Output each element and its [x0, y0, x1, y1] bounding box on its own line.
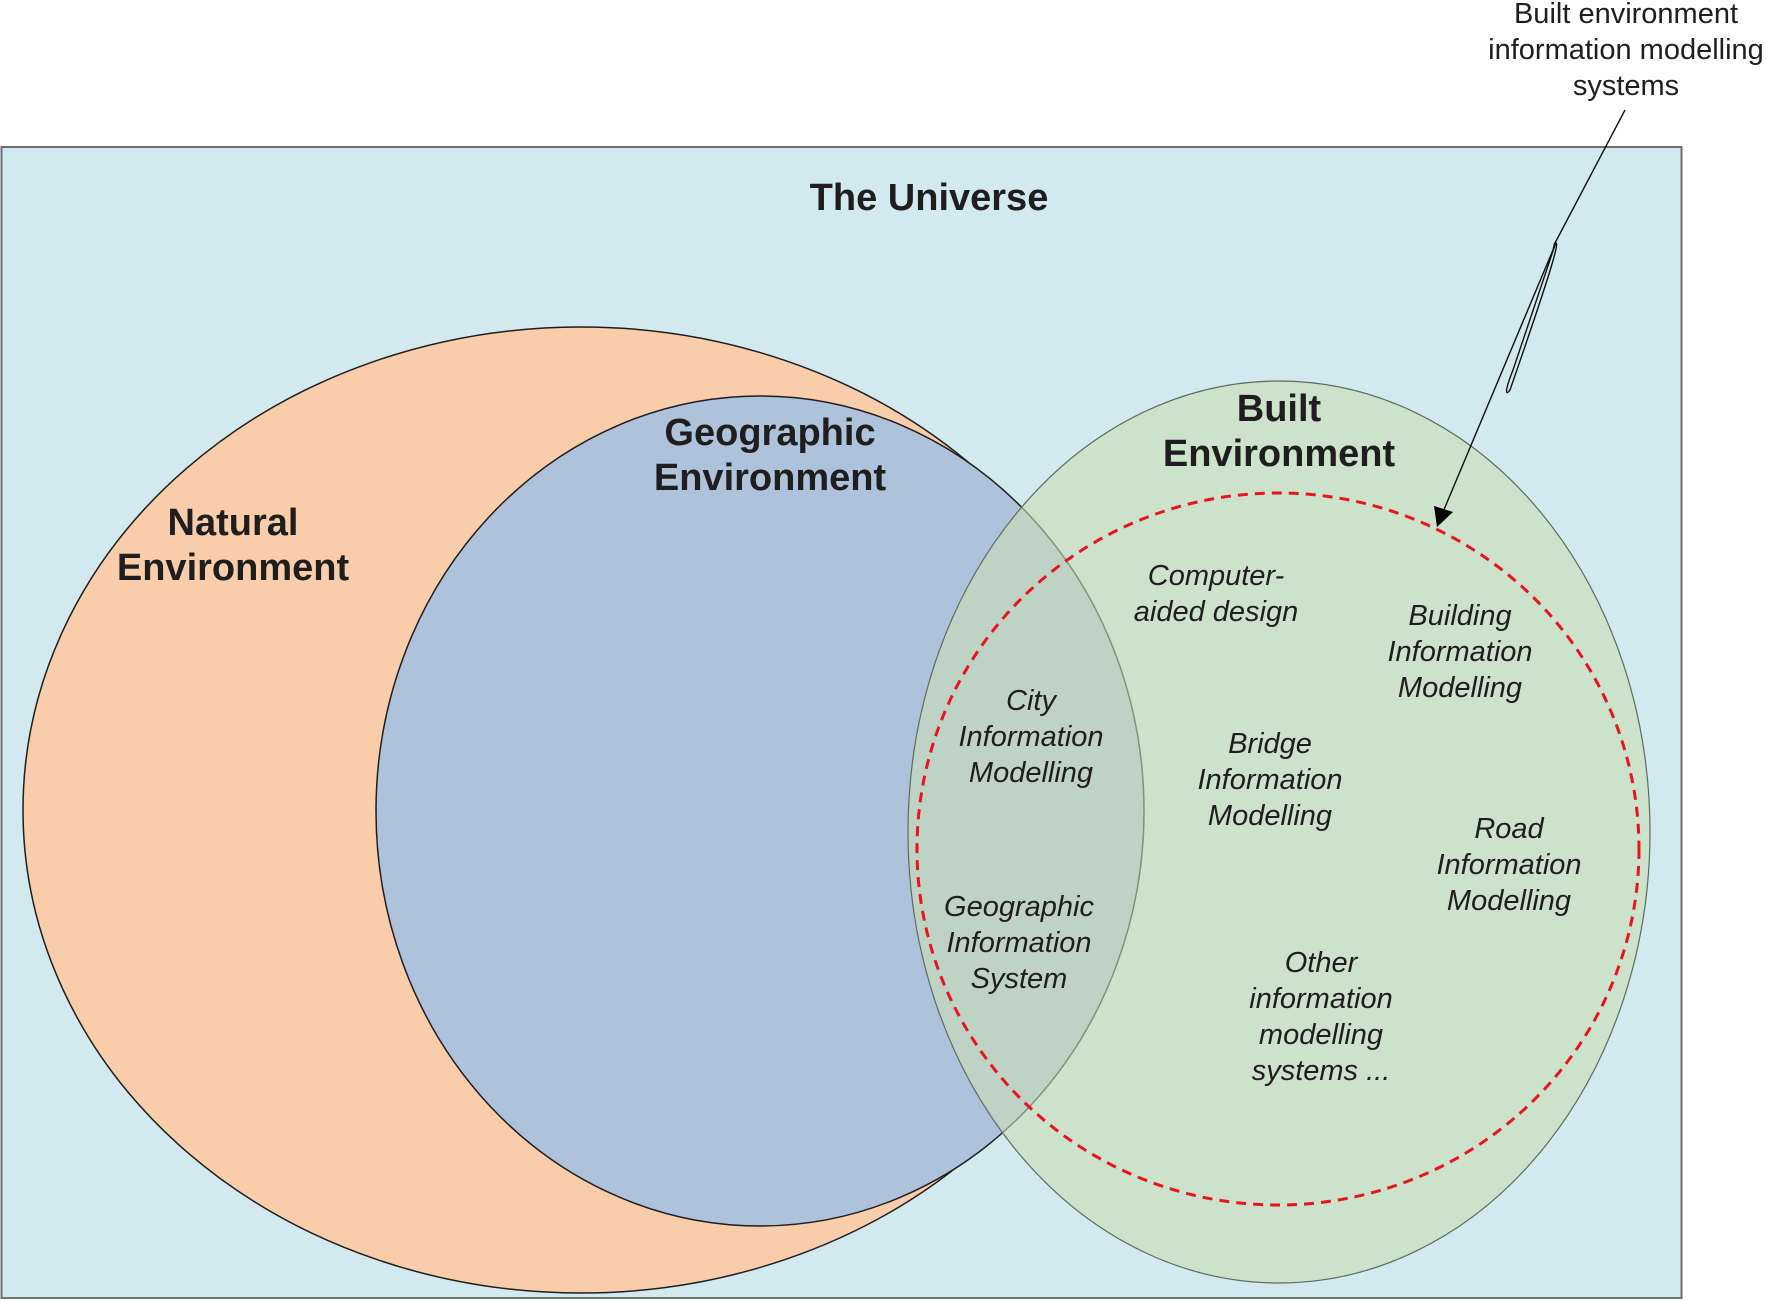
item-label-line: aided design	[1134, 596, 1298, 628]
item-label-line: Building	[1408, 600, 1511, 632]
callout-label-line: Built environment	[1514, 0, 1738, 30]
item-label-line: Other	[1285, 947, 1359, 979]
item-label-line: Modelling	[1447, 885, 1571, 917]
item-label-line: modelling	[1259, 1019, 1383, 1051]
item-label-line: Bridge	[1228, 728, 1312, 760]
natural-label-line: Environment	[117, 547, 350, 589]
item-label-line: information	[1249, 983, 1392, 1015]
item-label-line: Modelling	[1398, 672, 1522, 704]
callout-arrowhead-icon	[1434, 506, 1453, 527]
item-label-line: Modelling	[1208, 800, 1332, 832]
callout-label-line: systems	[1573, 70, 1679, 102]
callout-label-line: information modelling	[1488, 34, 1764, 66]
callout-arrow-line	[1442, 109, 1626, 513]
geographic-label-line: Geographic	[664, 412, 875, 454]
geographic-label-line: Environment	[654, 457, 887, 499]
item-label-line: Information	[1387, 636, 1532, 668]
geographic-environment-label: Geographic Environment	[654, 412, 887, 499]
item-cad: Computer-aided design	[1134, 560, 1298, 628]
item-label-line: Geographic	[944, 891, 1094, 923]
item-label-line: System	[971, 963, 1068, 995]
item-label-line: systems ...	[1252, 1055, 1391, 1087]
item-label-line: City	[1006, 685, 1057, 717]
built-env-info-modelling-boundary	[915, 491, 1641, 1207]
item-label-line: Information	[958, 721, 1103, 753]
natural-environment-label: Natural Environment	[117, 502, 350, 589]
built-label-line: Environment	[1163, 433, 1396, 475]
callout: Built environment information modelling …	[1434, 0, 1764, 527]
built-label-line: Built	[1237, 388, 1322, 430]
item-label-line: Information	[1197, 764, 1342, 796]
item-other: Other information modelling systems ...	[1249, 947, 1392, 1087]
item-label-line: Information	[946, 927, 1091, 959]
item-label-line: Modelling	[969, 757, 1093, 789]
item-label-line: Computer-	[1148, 560, 1284, 592]
natural-label-line: Natural	[168, 502, 299, 544]
item-label-line: Information	[1436, 849, 1581, 881]
built-environment-label: Built Environment	[1163, 388, 1396, 475]
item-label-line: Road	[1474, 813, 1544, 845]
universe-title: The Universe	[810, 177, 1049, 219]
built-environment-ellipse	[907, 380, 1651, 1284]
